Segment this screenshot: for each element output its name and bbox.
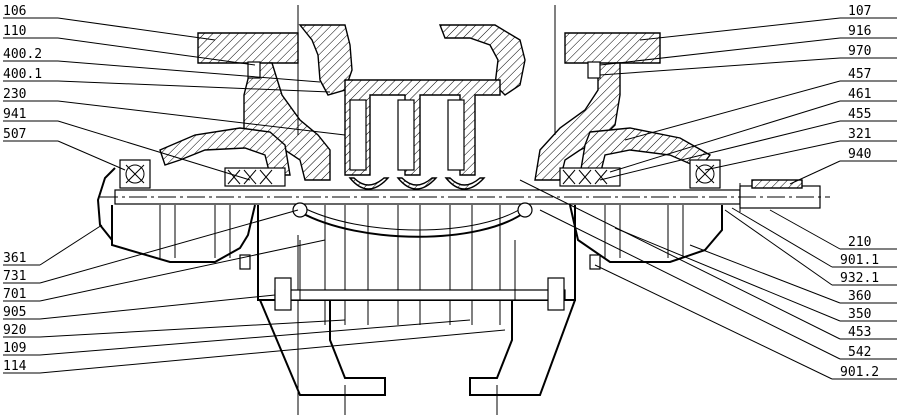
label-455: 455 [848, 107, 871, 122]
label-731: 731 [3, 269, 26, 284]
label-360: 360 [848, 289, 871, 304]
label-916: 916 [848, 24, 871, 39]
label-542: 542 [848, 345, 871, 360]
foot-right [469, 299, 576, 396]
label-507: 507 [3, 127, 26, 142]
impeller-2 [397, 99, 415, 171]
label-106: 106 [3, 4, 26, 19]
lower-frame [111, 202, 723, 396]
left-callouts: 106 110 400.2 400.1 230 941 507 361 731 … [3, 4, 506, 374]
label-932-1: 932.1 [840, 271, 879, 286]
inlet-throat-left [298, 24, 353, 96]
impeller-1 [349, 99, 367, 171]
label-457: 457 [848, 67, 871, 82]
label-110: 110 [3, 24, 26, 39]
label-701: 701 [3, 287, 26, 302]
stage-casing-center [344, 79, 501, 176]
label-941: 941 [3, 107, 26, 122]
label-114: 114 [3, 359, 27, 374]
label-940: 940 [848, 147, 871, 162]
balance-pipe [299, 211, 526, 238]
label-400-1: 400.1 [3, 67, 42, 82]
label-400-2: 400.2 [3, 47, 42, 62]
discharge-casing-right [534, 62, 621, 181]
label-905: 905 [3, 305, 26, 320]
impeller-cup-1 [348, 177, 390, 190]
label-920: 920 [3, 323, 26, 338]
impeller-3 [447, 99, 465, 171]
label-210: 210 [848, 235, 871, 250]
label-321: 321 [848, 127, 871, 142]
shaft [100, 179, 830, 212]
right-callouts: 107 916 970 457 461 455 321 940 210 901.… [519, 4, 897, 380]
label-350: 350 [848, 307, 871, 322]
label-901-1: 901.1 [840, 253, 879, 268]
tie-rod [274, 289, 566, 301]
label-970: 970 [848, 44, 871, 59]
impeller-cup-3 [444, 177, 486, 190]
pump-body [159, 5, 712, 415]
bracket-right [569, 204, 723, 263]
impeller-cup-2 [396, 177, 438, 190]
bracket-left [111, 204, 256, 263]
label-461: 461 [848, 87, 871, 102]
bearings [96, 159, 721, 241]
label-107: 107 [848, 4, 871, 19]
label-230: 230 [3, 87, 26, 102]
label-901-2: 901.2 [840, 365, 879, 380]
label-453: 453 [848, 325, 871, 340]
label-361: 361 [3, 251, 26, 266]
foot-left [259, 299, 386, 396]
label-109: 109 [3, 341, 26, 356]
